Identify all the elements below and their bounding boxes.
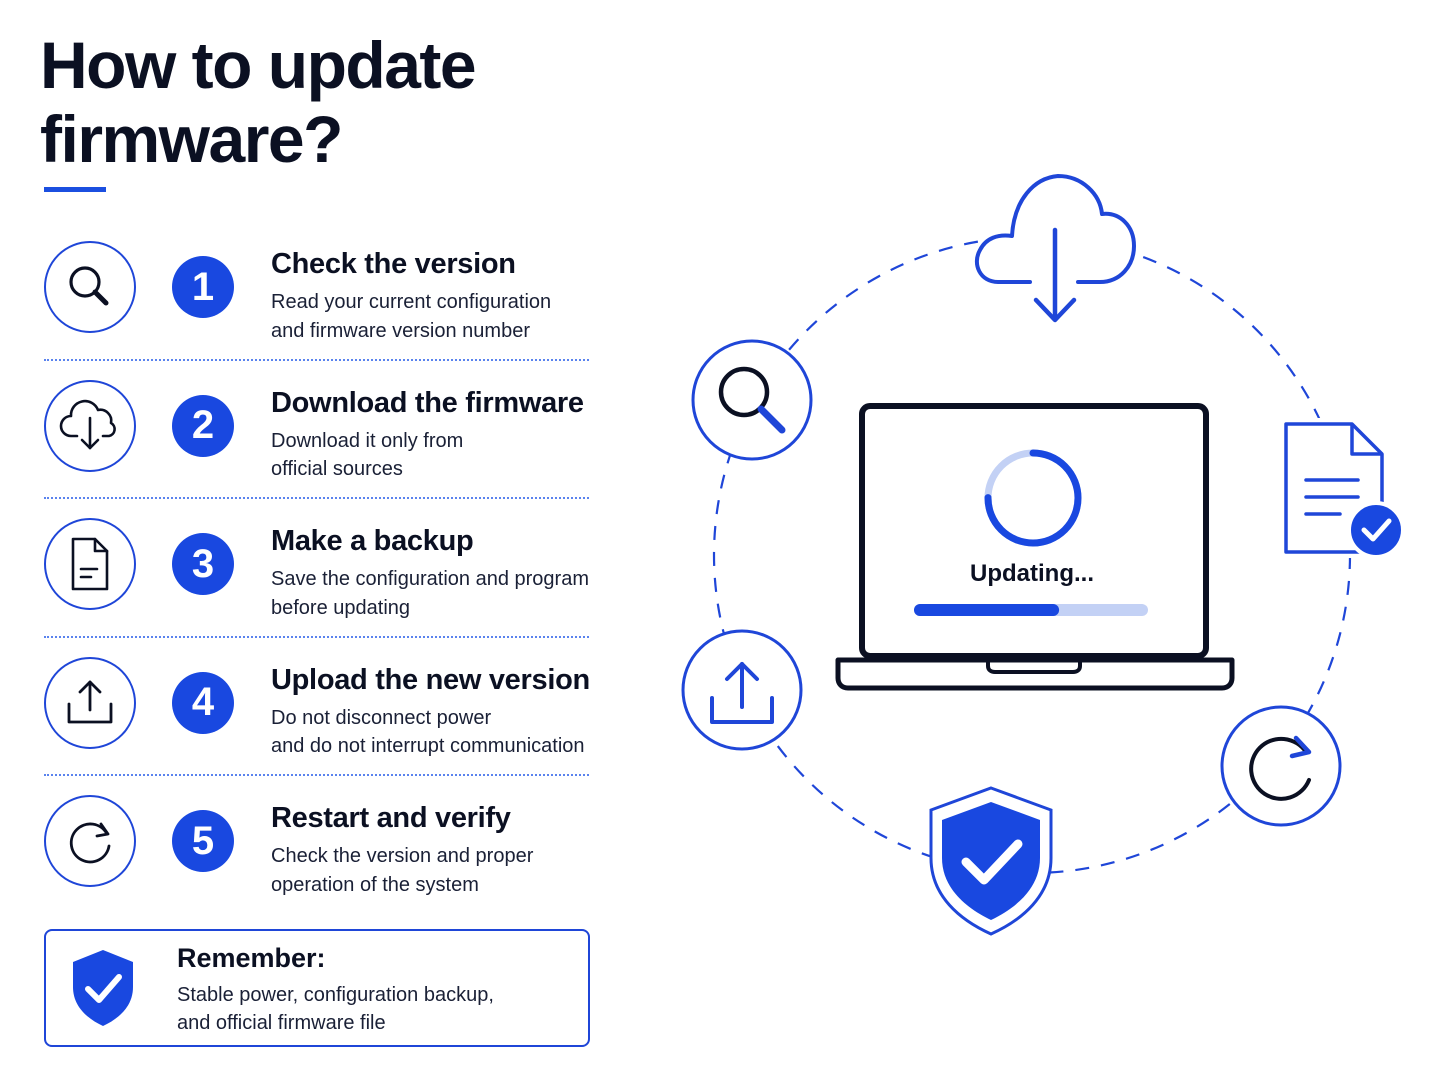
progress-fill xyxy=(914,604,1060,616)
step-2: 2 Download the firmware Download it only… xyxy=(44,375,589,514)
step-5: 5 Restart and verify Check the version a… xyxy=(44,790,589,929)
remember-description: Stable power, configuration backup, and … xyxy=(177,981,494,1037)
shield-check-icon xyxy=(929,786,1053,936)
step-description: Download it only from official sources xyxy=(271,427,463,484)
laptop-icon xyxy=(835,403,1235,691)
remember-description-line: and official firmware file xyxy=(177,1012,386,1034)
step-title: Make a backup xyxy=(271,525,474,557)
step-title: Check the version xyxy=(271,248,516,280)
step-description-line: and do not interrupt communication xyxy=(271,735,585,757)
updating-status: Updating... xyxy=(970,560,1094,587)
step-title: Upload the new version xyxy=(271,663,590,696)
step-description: Check the version and proper operation o… xyxy=(271,842,533,899)
restart-icon xyxy=(44,795,136,887)
cloud-download-icon xyxy=(44,379,136,472)
step-number: 4 xyxy=(172,671,234,734)
step-description-line: official sources xyxy=(271,458,403,480)
step-description-line: Save the configuration and program xyxy=(271,568,589,590)
step-title: Restart and verify xyxy=(271,802,511,834)
step-description-line: before updating xyxy=(271,596,411,619)
step-description-line: Check the version and proper xyxy=(271,845,534,867)
step-number: 2 xyxy=(172,394,234,457)
upload-icon xyxy=(44,656,136,749)
step-title: Download the firmware xyxy=(271,386,584,419)
steps-list: 1 Check the version Read your current co… xyxy=(44,236,590,929)
loading-spinner xyxy=(984,449,1082,547)
title-underline xyxy=(44,187,106,192)
shield-check-icon xyxy=(68,947,138,1034)
search-icon xyxy=(691,339,813,461)
step-description: Save the configuration and program befor… xyxy=(271,565,589,622)
step-number: 1 xyxy=(172,256,234,318)
progress-bar xyxy=(914,604,1148,616)
remember-box: Remember: Stable power, configuration ba… xyxy=(44,929,590,1047)
document-check-icon xyxy=(1280,418,1405,559)
step-3: 3 Make a backup Save the configuration a… xyxy=(44,513,589,652)
page-title-line2: firmware? xyxy=(40,102,343,176)
step-description-line: Download it only from xyxy=(271,429,464,452)
restart-icon xyxy=(1220,705,1342,827)
page-title-line1: How to update xyxy=(40,28,477,102)
remember-title: Remember: xyxy=(177,943,326,973)
search-icon xyxy=(44,241,136,333)
step-description: Read your current configuration and firm… xyxy=(271,288,551,345)
step-description-line: Do not disconnect power xyxy=(271,706,492,729)
step-description-line: operation of the system xyxy=(271,873,479,896)
remember-description-line: Stable power, configuration backup, xyxy=(177,984,494,1006)
cloud-download-icon xyxy=(974,174,1136,323)
spinner-arc xyxy=(984,449,1082,547)
step-number: 5 xyxy=(172,810,234,872)
step-description-line: and firmware version number xyxy=(271,319,530,342)
step-1: 1 Check the version Read your current co… xyxy=(44,236,589,375)
page-title: How to update firmware? xyxy=(40,28,477,176)
step-description-line: Read your current configuration xyxy=(271,291,552,313)
document-icon xyxy=(44,518,136,610)
step-number: 3 xyxy=(172,533,234,595)
upload-icon xyxy=(681,629,803,751)
step-4: 4 Upload the new version Do not disconne… xyxy=(44,652,590,791)
step-description: Do not disconnect power and do not inter… xyxy=(271,704,585,761)
